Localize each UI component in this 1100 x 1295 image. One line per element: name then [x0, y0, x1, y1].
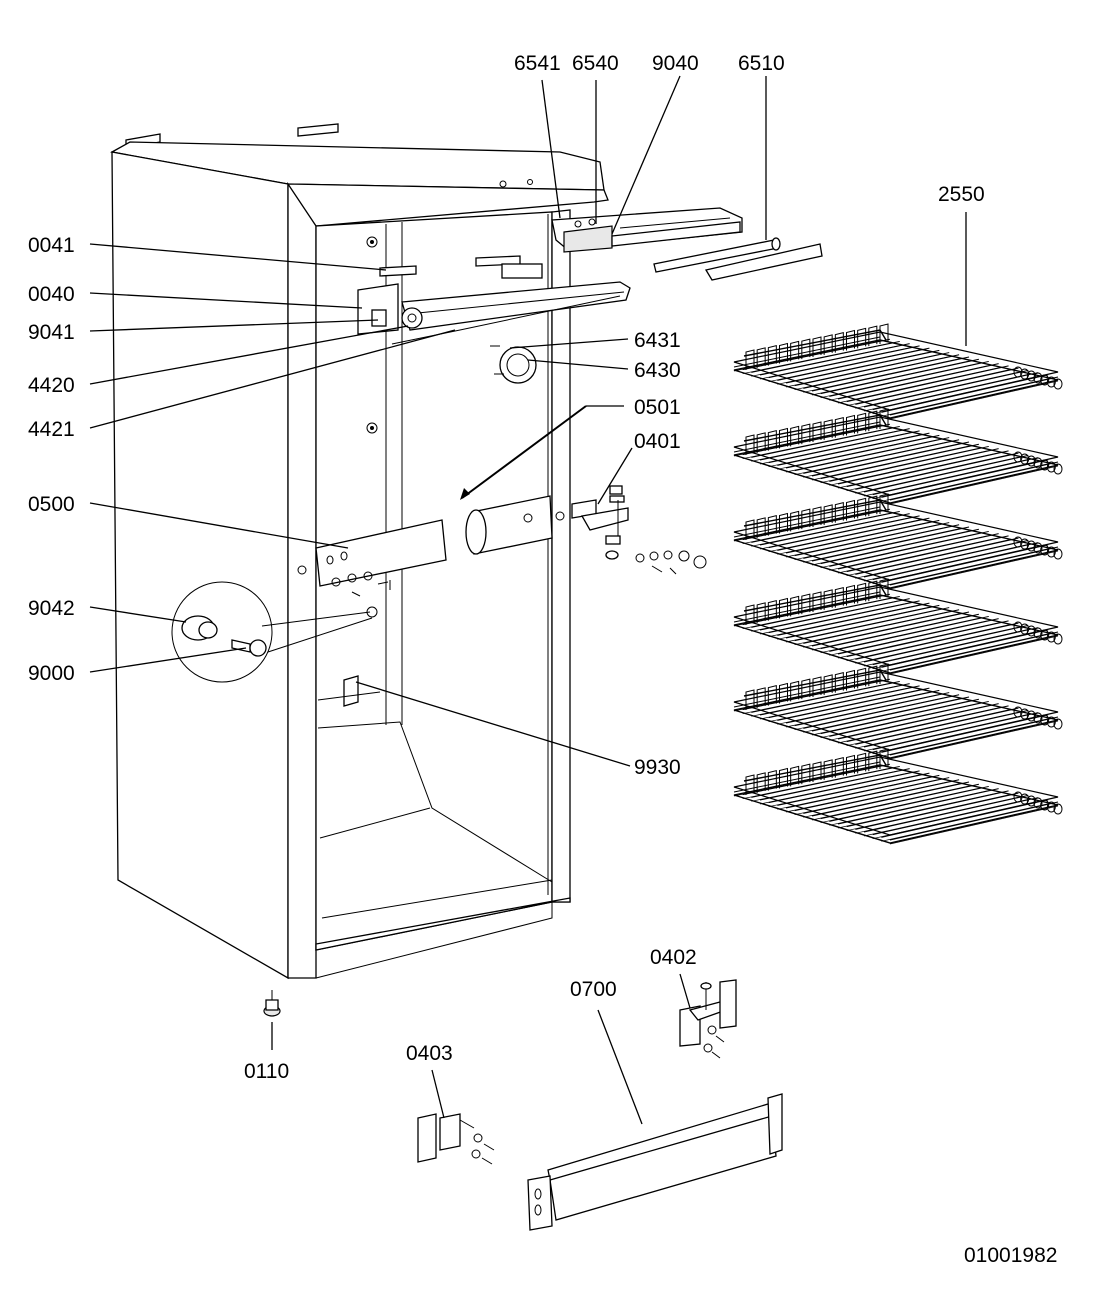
wire-racks-2550	[733, 323, 1063, 845]
label-4421: 4421	[28, 418, 75, 441]
label-6430: 6430	[634, 359, 681, 382]
label-9000: 9000	[28, 662, 75, 685]
label-0110: 0110	[244, 1060, 289, 1083]
label-9042: 9042	[28, 597, 75, 620]
label-0040: 0040	[28, 283, 75, 306]
label-4420: 4420	[28, 374, 75, 397]
hinge-0401	[571, 485, 707, 575]
drawing-number: 01001982	[964, 1244, 1057, 1267]
label-0403: 0403	[406, 1042, 453, 1065]
refrigerator-cabinet	[110, 123, 631, 1017]
label-6540: 6540	[572, 52, 619, 75]
label-0041: 0041	[28, 234, 75, 257]
wire-rack	[733, 663, 1063, 760]
label-9041: 9041	[28, 321, 75, 344]
label-6510: 6510	[738, 52, 785, 75]
hinge-0403	[417, 1113, 495, 1165]
hinge-0402	[679, 979, 737, 1059]
wire-rack	[733, 578, 1063, 675]
callout-labels: 6541 6540 9040 6510 2550 0041 0040 9041 …	[28, 52, 1057, 1267]
kick-plate-0700	[527, 1093, 783, 1231]
label-0501: 0501	[634, 396, 681, 419]
label-6431: 6431	[634, 329, 681, 352]
wire-rack	[733, 493, 1063, 590]
label-6541: 6541	[514, 52, 561, 75]
label-0402: 0402	[650, 946, 697, 969]
callout-leaders	[89, 75, 967, 1125]
label-0500: 0500	[28, 493, 75, 516]
label-9930: 9930	[634, 756, 681, 779]
label-2550: 2550	[938, 183, 985, 206]
label-0700: 0700	[570, 978, 617, 1001]
label-0401: 0401	[634, 430, 681, 453]
wire-rack	[733, 748, 1063, 845]
label-9040: 9040	[652, 52, 699, 75]
wire-rack	[733, 323, 1063, 420]
wire-rack	[733, 408, 1063, 505]
top-control-parts	[551, 207, 823, 281]
